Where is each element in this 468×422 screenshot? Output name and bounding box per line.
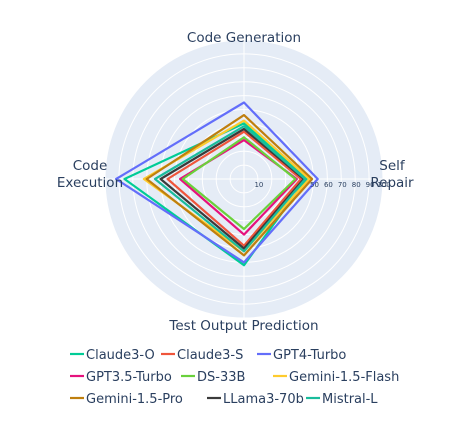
legend-item-0[interactable]: Claude3-O — [70, 348, 155, 363]
legend-item-4[interactable]: DS-33B — [181, 370, 245, 385]
radial-tick-label-3: 70 — [338, 181, 347, 189]
legend-item-8[interactable]: Mistral-L — [306, 392, 378, 407]
axis-label-2: Test Output Prediction — [168, 318, 318, 334]
radial-tick-label-6: 100 — [377, 181, 390, 189]
series-traces — [114, 101, 319, 267]
radial-tick-label-5: 90 — [366, 181, 375, 189]
legend: Claude3-O Claude3-S GPT4-TurboGPT3.5-Turbo… — [70, 348, 399, 407]
radial-tick-label-2: 60 — [324, 181, 333, 189]
legend-label-0: Claude3-O — [86, 348, 155, 363]
series-1-trace — [166, 130, 303, 247]
legend-item-7[interactable]: LLama3-70b — [207, 392, 304, 407]
legend-item-6[interactable]: Gemini-1.5-Pro — [70, 392, 183, 407]
legend-label-5: Gemini-1.5-Flash — [289, 370, 399, 385]
series-7-trace — [159, 127, 305, 250]
legend-item-2[interactable]: GPT4-Turbo — [257, 348, 346, 363]
legend-item-1[interactable]: Claude3-S — [161, 348, 243, 363]
radial-tick-label-0: 10 — [254, 181, 263, 189]
legend-label-8: Mistral-L — [322, 392, 378, 407]
legend-label-4: DS-33B — [197, 370, 245, 385]
legend-label-6: Gemini-1.5-Pro — [86, 392, 183, 407]
legend-item-5[interactable]: Gemini-1.5-Flash — [273, 370, 399, 385]
radial-tick-label-1: 50 — [310, 181, 319, 189]
radial-tick-label-4: 80 — [352, 181, 361, 189]
legend-label-1: Claude3-S — [177, 348, 243, 363]
legend-label-3: GPT3.5-Turbo — [86, 370, 172, 385]
series-2-trace — [114, 101, 319, 264]
legend-item-3[interactable]: GPT3.5-Turbo — [70, 370, 172, 385]
legend-label-7: LLama3-70b — [223, 392, 304, 407]
legend-label-2: GPT4-Turbo — [273, 348, 346, 363]
series-0-trace — [123, 122, 308, 267]
axis-label-0: Code Generation — [187, 30, 301, 46]
series-8-trace — [153, 125, 307, 253]
series-6-trace — [145, 113, 314, 257]
series-4-trace — [181, 136, 297, 231]
